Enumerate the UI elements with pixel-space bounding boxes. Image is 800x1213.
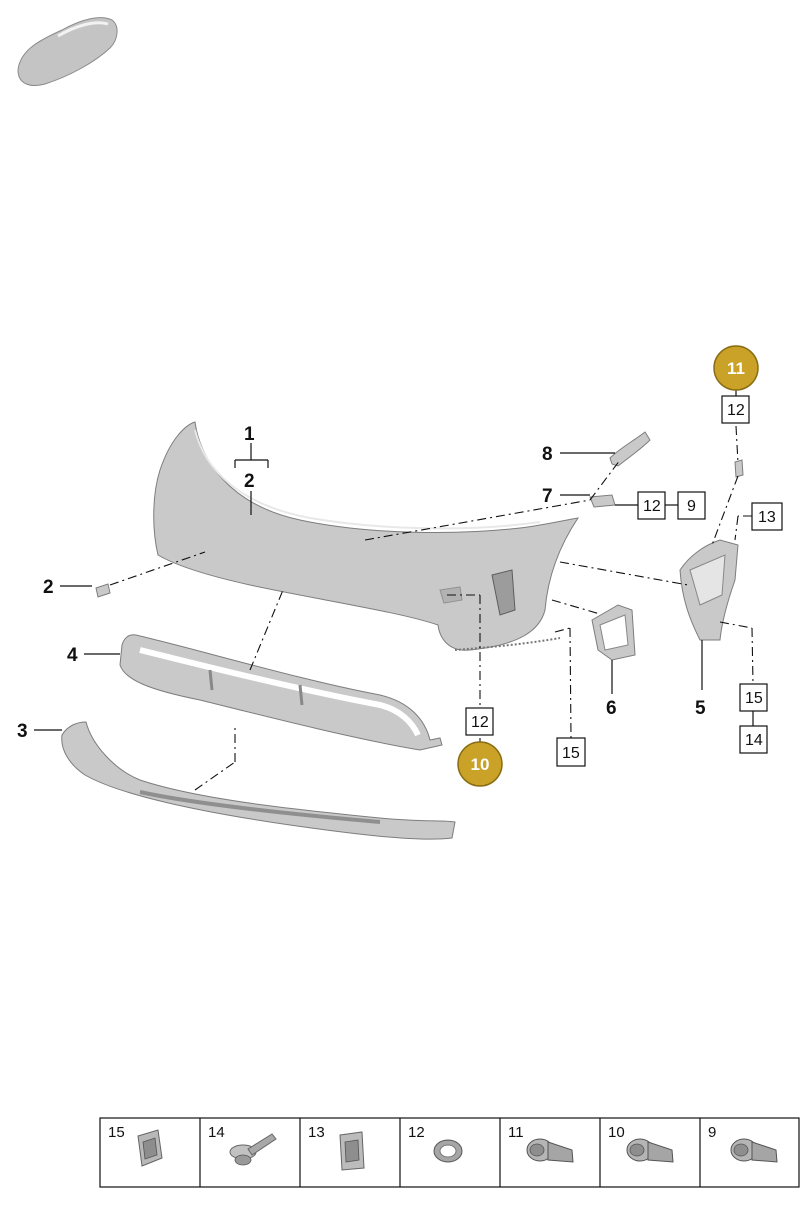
badge-10-label: 10 [471,755,490,774]
parking-sensor-icon [526,1138,574,1163]
clip-nut-icon [137,1129,163,1167]
legend-num-11: 11 [508,1124,524,1141]
bracket-part-6 [591,604,636,661]
parts-legend-table: 15 14 13 12 11 1 [99,1117,800,1188]
box-13: 13 [758,509,776,526]
box-15-center: 15 [562,745,580,762]
box-14-right: 14 [745,732,763,749]
sensor-holder-part-7 [589,494,616,508]
legend-num-15: 15 [108,1124,125,1141]
boxed-refs: 12 12 9 13 12 15 15 14 [465,395,783,767]
badge-10[interactable]: 10 [457,741,503,787]
tow-hook-cover-part [95,583,111,598]
legend-num-13: 13 [308,1124,325,1141]
ring-seal-icon [433,1139,463,1163]
callout-4: 4 [67,645,78,666]
rivet-icon [229,1133,277,1166]
legend-num-14: 14 [208,1124,225,1141]
side-bracket-part-5 [679,539,739,641]
bumper-cover-part [153,421,580,651]
box-12-center: 12 [471,714,489,731]
leader-lines [34,390,754,731]
car-thumbnail-icon [17,17,118,86]
spring-nut-icon [339,1131,365,1171]
grille-frame-part [119,634,443,751]
box-12-top: 12 [727,402,745,419]
callout-labels: 1 2 2 4 3 8 7 6 5 [17,424,706,742]
parking-sensor-icon [730,1138,778,1163]
box-15-right: 15 [745,690,763,707]
legend-num-12: 12 [408,1124,425,1141]
bracket-part-8 [609,431,651,467]
callout-6: 6 [606,698,617,719]
badge-11[interactable]: 11 [713,345,759,391]
callout-5: 5 [695,698,706,719]
box-9: 9 [687,498,696,515]
parking-sensor-icon [626,1138,674,1163]
callout-7: 7 [542,486,553,507]
callout-8: 8 [542,444,553,465]
callout-1: 1 [244,424,255,445]
badge-11-label: 11 [727,359,745,378]
lower-spoiler-part [61,721,456,840]
legend-num-9: 9 [708,1124,716,1141]
clip-part-near-11 [734,459,744,478]
callout-2-lower: 2 [43,577,54,598]
box-12-mid: 12 [643,498,661,515]
legend-num-10: 10 [608,1124,625,1141]
callout-2-upper: 2 [244,471,255,492]
callout-3: 3 [17,721,28,742]
